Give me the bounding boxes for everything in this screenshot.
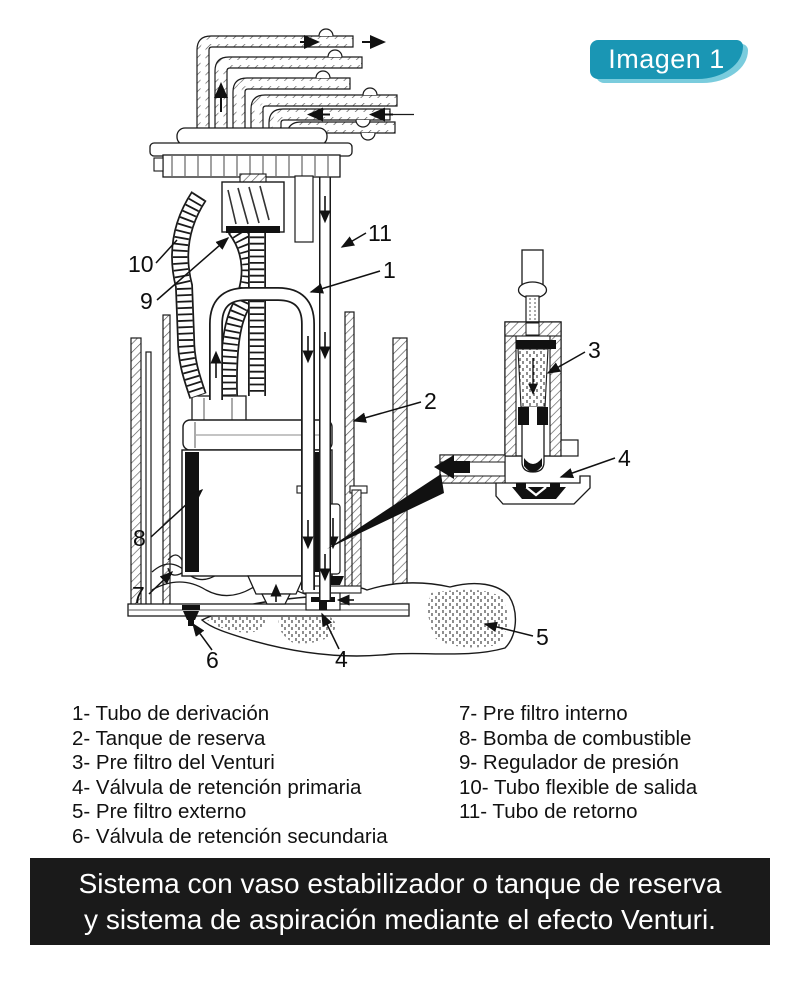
callout-4-detail-label: 4 bbox=[618, 445, 631, 471]
reserve-tank-walls bbox=[130, 311, 408, 613]
flexible-tube-diagonal bbox=[219, 222, 259, 397]
caption-bar: Sistema con vaso estabilizador o tanque … bbox=[30, 858, 770, 945]
callout-6: 6 bbox=[192, 622, 219, 673]
mounting-flange bbox=[149, 127, 353, 243]
callout-11-label: 11 bbox=[368, 220, 392, 246]
callout-6-label: 6 bbox=[206, 647, 219, 673]
callout-4-detail: 4 bbox=[559, 445, 631, 478]
caption-line-1: Sistema con vaso estabilizador o tanque … bbox=[78, 867, 722, 899]
callout-9-label: 9 bbox=[140, 288, 153, 314]
callout-8-label: 8 bbox=[133, 525, 146, 551]
secondary-check-valve bbox=[182, 605, 200, 626]
fuel-pump bbox=[181, 395, 333, 605]
legend-right-column: 7- Pre filtro interno 8- Bomba de combus… bbox=[459, 702, 697, 825]
external-filter-sock bbox=[200, 582, 516, 657]
legend-item-9: 9- Regulador de presión bbox=[459, 751, 679, 775]
callout-2-label: 2 bbox=[424, 388, 437, 414]
legend-left-column: 1- Tubo de derivación 2- Tanque de reser… bbox=[72, 702, 388, 850]
callout-4-main-label: 4 bbox=[335, 646, 348, 672]
callout-2: 2 bbox=[352, 388, 437, 423]
legend-item-1: 1- Tubo de derivación bbox=[72, 702, 270, 725]
callout-8: 8 bbox=[133, 488, 204, 551]
callouts: 10 9 11 1 2 8 7 6 4 5 3 4 bbox=[128, 220, 631, 673]
legend-item-4: 4- Válvula de retención primaria bbox=[72, 775, 362, 799]
callout-7: 7 bbox=[132, 570, 174, 608]
callout-3-label: 3 bbox=[588, 337, 601, 363]
caption-line-2: y sistema de aspiración mediante el efec… bbox=[84, 903, 716, 935]
legend-item-7: 7- Pre filtro interno bbox=[459, 702, 628, 725]
callout-5-label: 5 bbox=[536, 624, 549, 650]
callout-10-label: 10 bbox=[128, 251, 154, 277]
flexible-outlet-tube bbox=[171, 191, 207, 399]
venturi-detail bbox=[434, 249, 591, 505]
callout-3: 3 bbox=[546, 337, 601, 374]
outlet-manifold bbox=[196, 28, 414, 153]
callout-5: 5 bbox=[483, 621, 549, 650]
callout-4-main: 4 bbox=[321, 612, 348, 672]
callout-7-label: 7 bbox=[132, 582, 145, 608]
fuel-pump-diagram: 10 9 11 1 2 8 7 6 4 5 3 4 bbox=[127, 28, 631, 673]
legend-item-6: 6- Válvula de retención secundaria bbox=[72, 824, 388, 848]
legend-item-10: 10- Tubo flexible de salida bbox=[459, 775, 698, 799]
legend-item-5: 5- Pre filtro externo bbox=[72, 800, 247, 824]
legend-item-2: 2- Tanque de reserva bbox=[72, 726, 266, 750]
callout-1-label: 1 bbox=[383, 257, 396, 283]
derivation-tube bbox=[209, 287, 315, 590]
legend-item-11: 11- Tubo de retorno bbox=[459, 800, 638, 824]
detail-pointer-wedge bbox=[327, 474, 444, 549]
callout-11: 11 bbox=[340, 220, 392, 248]
image-badge-label: Imagen 1 bbox=[608, 44, 725, 74]
callout-1: 1 bbox=[309, 257, 396, 294]
pressure-regulator bbox=[221, 173, 285, 233]
callout-10: 10 bbox=[128, 239, 178, 277]
legend-item-8: 8- Bomba de combustible bbox=[459, 726, 692, 750]
legend-item-3: 3- Pre filtro del Venturi bbox=[72, 751, 275, 775]
callout-9: 9 bbox=[140, 237, 230, 314]
image-badge: Imagen 1 bbox=[590, 40, 743, 79]
module-bottom-plate bbox=[127, 603, 410, 617]
